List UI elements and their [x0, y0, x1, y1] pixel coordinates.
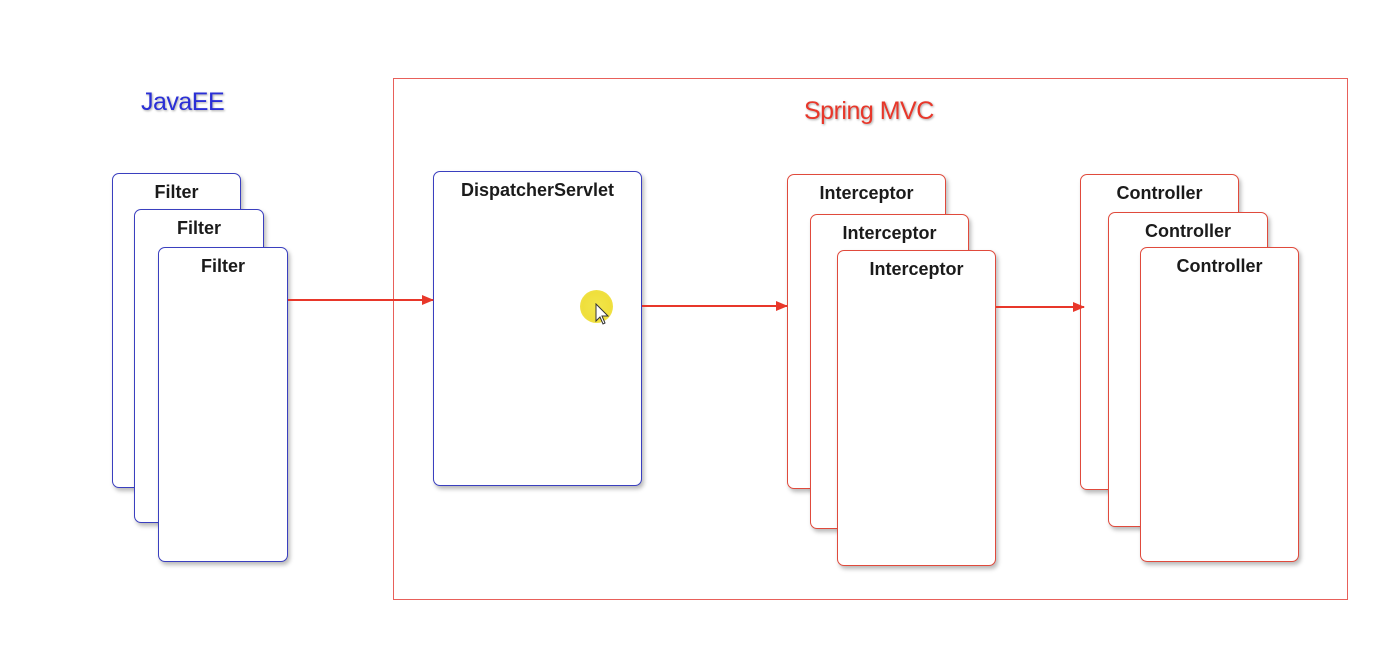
controller-label: Controller — [1176, 256, 1263, 276]
dispatcher-servlet-label: DispatcherServlet — [460, 180, 615, 200]
interceptor-card-3: Interceptor — [837, 250, 996, 566]
filter-label: Filter — [154, 182, 199, 202]
controller-label: Controller — [1144, 221, 1231, 241]
interceptor-label: Interceptor — [842, 223, 937, 243]
spring-mvc-frame — [393, 78, 1348, 600]
filter-label: Filter — [176, 218, 221, 238]
controller-label: Controller — [1116, 183, 1203, 203]
interceptor-label: Interceptor — [819, 183, 914, 203]
javaee-title: JavaEE — [141, 88, 225, 116]
controller-card-3: Controller — [1140, 247, 1299, 562]
dispatcher-servlet-card: DispatcherServlet — [433, 171, 642, 486]
filter-card-3: Filter — [158, 247, 288, 562]
mouse-pointer-icon — [595, 303, 610, 325]
interceptor-label: Interceptor — [869, 259, 964, 279]
spring-mvc-title: Spring MVC — [804, 97, 934, 125]
filter-label: Filter — [200, 256, 245, 276]
